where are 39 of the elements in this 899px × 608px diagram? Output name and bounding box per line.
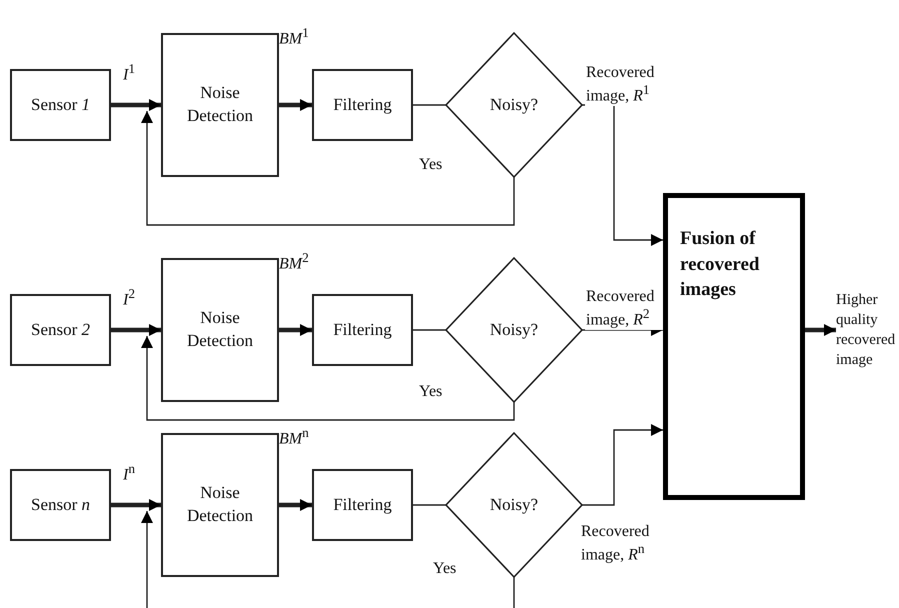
arrow [805, 324, 836, 336]
decision-label: Noisy? [490, 94, 538, 116]
process-box [312, 294, 413, 366]
fusion-box [663, 193, 805, 500]
connector-line [413, 504, 446, 506]
signal-label: BM$^{2}$ [279, 250, 309, 274]
box-label: Sensor 1 [30, 94, 90, 116]
process-box [312, 469, 413, 541]
process-box [10, 69, 111, 141]
arrow [582, 424, 663, 506]
arrow [111, 324, 161, 336]
process-box [10, 469, 111, 541]
box-label: Noise Detection [186, 307, 254, 352]
arrow [279, 324, 312, 336]
box-label: Sensor n [30, 494, 90, 516]
decision-label: Noisy? [490, 318, 538, 341]
box-label: Higher quality recovered image [836, 290, 896, 370]
connector-line [413, 104, 446, 106]
box-label: Filtering [333, 318, 392, 341]
arrow [141, 111, 515, 226]
box-label: Noise Detection [186, 482, 254, 527]
arrow [141, 336, 515, 421]
process-box [10, 294, 111, 366]
arrow [279, 499, 312, 511]
arrow [111, 99, 161, 111]
box-label: Filtering [333, 494, 392, 516]
box-label: Sensor 2 [30, 318, 90, 341]
process-box [312, 69, 413, 141]
signal-label: BM$^{n}$ [279, 425, 309, 448]
decision-label: Noisy? [490, 494, 538, 516]
arrow [111, 499, 161, 511]
signal-label: BM$^{1}$ [279, 25, 309, 48]
arrow [279, 99, 312, 111]
box-label: Filtering [333, 94, 392, 116]
edge-label: Recovered image, R$^{2}$ [585, 288, 663, 330]
box-label: Fusion of recovered images [680, 227, 760, 302]
connector-line [413, 329, 446, 331]
box-label: Noise Detection [186, 82, 254, 127]
arrow [141, 511, 515, 608]
